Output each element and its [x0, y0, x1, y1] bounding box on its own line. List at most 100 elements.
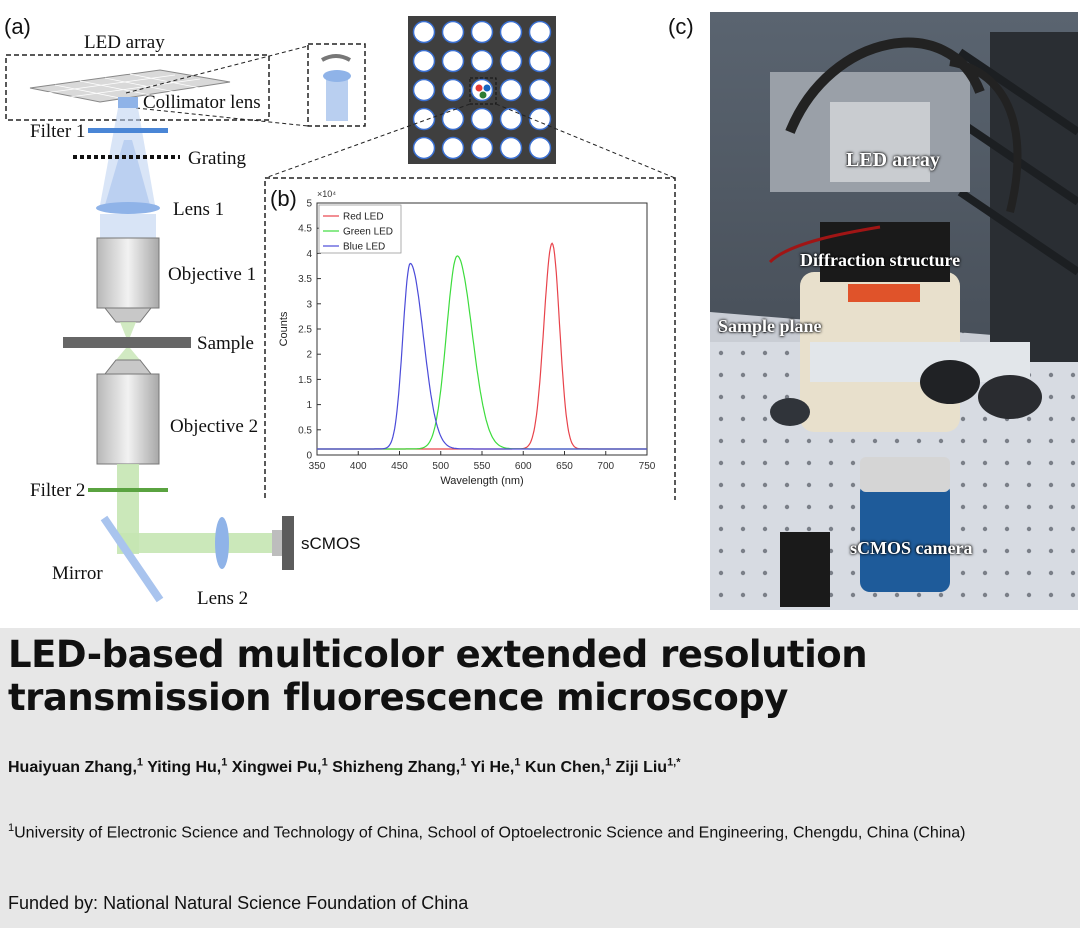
x-tick-label: 450	[391, 461, 408, 472]
led-array-plate	[29, 69, 231, 103]
author: Kun Chen,1	[524, 757, 612, 777]
paper-title-line-1: LED-based multicolor extended resolution	[8, 633, 868, 676]
zoom-box	[307, 43, 366, 127]
x-tick-label: 750	[639, 461, 656, 472]
panel-a-tag: (a)	[4, 14, 31, 39]
author: Shizheng Zhang,1	[332, 757, 467, 777]
author-affiliation-sup: 1	[321, 757, 328, 769]
x-tick-label: 400	[350, 461, 367, 472]
y-tick-label: 0	[306, 451, 312, 462]
led-array-label: LED array	[84, 32, 165, 53]
sample	[63, 337, 191, 348]
series-line-red-led	[317, 242, 647, 450]
led-cell	[470, 20, 494, 44]
y-tick-label: 1	[306, 400, 312, 411]
x-axis-label: Wavelength (nm)	[440, 475, 523, 487]
objective-2-label: Objective 2	[170, 416, 259, 437]
author: Xingwei Pu,1	[231, 757, 328, 777]
mirror-label: Mirror	[52, 563, 103, 584]
y-tick-label: 2.5	[298, 325, 312, 336]
author-affiliation-sup: 1	[604, 757, 612, 769]
led-cell	[499, 136, 523, 160]
y-multiplier: ×10⁴	[317, 189, 336, 199]
led-cell	[528, 107, 552, 131]
led-cell	[499, 78, 523, 102]
author-affiliation-sup: 1	[221, 757, 228, 769]
objective-2	[96, 373, 160, 465]
photo-scmos-camera-label: sCMOS camera	[850, 538, 973, 558]
author: Yi He,1	[470, 757, 521, 777]
led-cell	[528, 20, 552, 44]
author-affiliation-sup: 1	[136, 757, 144, 769]
x-tick-label: 350	[309, 461, 326, 472]
x-tick-label: 500	[432, 461, 449, 472]
author: Ziji Liu1,*	[615, 757, 681, 777]
led-cell	[441, 20, 465, 44]
led-cell	[499, 49, 523, 73]
author-affiliation-sup: 1	[514, 757, 521, 769]
led-cell	[441, 78, 465, 102]
led-cell	[412, 136, 436, 160]
author-list: Huaiyuan Zhang,1 Yiting Hu,1 Xingwei Pu,…	[8, 757, 681, 777]
paper-info-panel	[0, 628, 1080, 928]
objective-1	[96, 237, 160, 309]
objective-1-label: Objective 1	[168, 264, 257, 285]
filter-2-label: Filter 2	[30, 480, 86, 501]
funding-statement: Funded by: National Natural Science Foun…	[8, 893, 469, 913]
led-cell	[470, 136, 494, 160]
series-line-green-led	[317, 255, 647, 450]
y-tick-label: 5	[306, 199, 312, 210]
scmos-label: sCMOS	[301, 534, 361, 553]
filter-2	[88, 488, 168, 492]
x-tick-label: 600	[515, 461, 532, 472]
led-cell	[470, 107, 494, 131]
lens-2-label: Lens 2	[197, 588, 249, 609]
mirror	[100, 515, 164, 603]
y-tick-label: 4	[306, 249, 312, 260]
y-axis-label: Counts	[278, 311, 290, 346]
x-tick-label: 700	[597, 461, 614, 472]
led-cell	[441, 49, 465, 73]
affiliation-sup: 1	[8, 822, 15, 834]
led-cell	[412, 107, 436, 131]
legend-box	[318, 204, 402, 254]
x-tick-label: 550	[474, 461, 491, 472]
legend-entry: Red LED	[343, 212, 384, 223]
y-tick-label: 0.5	[298, 425, 312, 436]
setup-photo: LED array Diffraction structure Sample p…	[710, 12, 1078, 610]
led-cell	[470, 49, 494, 73]
author-affiliation-sup: 1,*	[667, 757, 681, 769]
y-tick-label: 3.5	[298, 274, 312, 285]
grating-label: Grating	[188, 148, 247, 169]
led-cell	[528, 78, 552, 102]
led-grid-view	[264, 16, 676, 500]
led-cell	[412, 49, 436, 73]
author: Huaiyuan Zhang,1	[8, 757, 144, 777]
led-cell	[412, 78, 436, 102]
photo-led-array-label: LED array	[846, 149, 940, 171]
scmos-sensor	[282, 516, 294, 570]
collimator-label: Collimator lens	[143, 92, 261, 113]
setup-photo-drawing	[710, 12, 1078, 610]
y-tick-label: 4.5	[298, 224, 312, 235]
affiliation: 1University of Electronic Science and Te…	[8, 815, 1068, 846]
y-tick-label: 2	[306, 350, 312, 361]
photo-sample-plane-label: Sample plane	[718, 316, 822, 336]
y-tick-label: 1.5	[298, 375, 312, 386]
legend-entry: Blue LED	[343, 242, 385, 253]
led-cell	[528, 136, 552, 160]
optical-schematic	[5, 43, 366, 603]
led-cell	[412, 20, 436, 44]
paper-title: LED-based multicolor extended resolution…	[8, 633, 1068, 719]
series-line-blue-led	[317, 262, 647, 450]
panel-b-tag: (b)	[270, 186, 297, 211]
legend-entry: Green LED	[343, 227, 393, 238]
figure: (a)	[4, 12, 1078, 610]
led-cell	[499, 107, 523, 131]
paper-title-line-2: transmission fluorescence microscopy	[8, 676, 788, 719]
photo-diffraction-label: Diffraction structure	[800, 250, 961, 270]
lens-1-label: Lens 1	[173, 199, 225, 220]
panel-c-tag: (c)	[668, 14, 694, 39]
sample-label: Sample	[197, 333, 254, 354]
affiliation-text: University of Electronic Science and Tec…	[14, 824, 966, 842]
